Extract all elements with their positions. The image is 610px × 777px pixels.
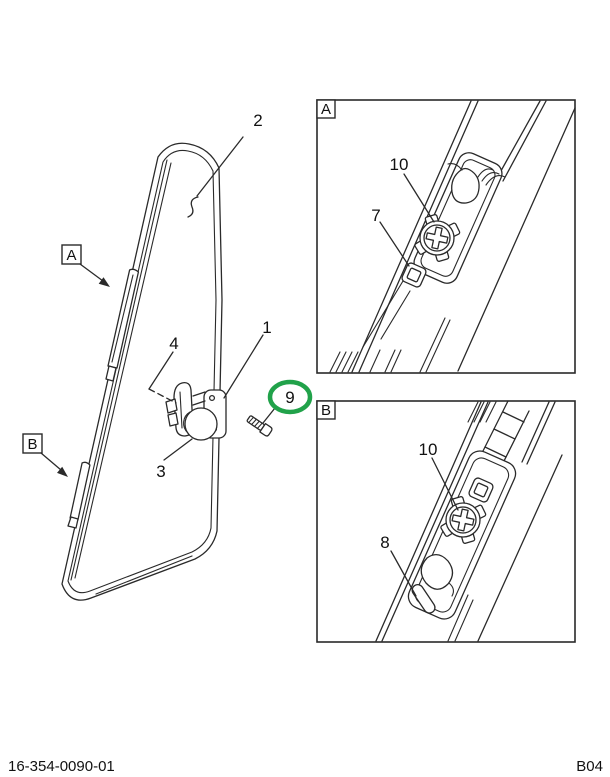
latch-clip xyxy=(165,398,178,414)
detail-a-keeper xyxy=(447,163,506,204)
detail-view-b: 10 8 B xyxy=(316,400,576,643)
detail-b-label: B xyxy=(321,402,331,419)
callout-4: 4 xyxy=(169,334,178,353)
page-code: B04 xyxy=(576,758,603,775)
hinge-strip-b xyxy=(67,461,91,529)
glass-edge-line xyxy=(457,107,576,372)
view-ref-b: B xyxy=(22,433,68,477)
bracket-hole xyxy=(208,394,216,402)
arrowhead-icon xyxy=(57,466,68,477)
callout-9: 9 xyxy=(285,388,294,407)
view-ref-b-arrow xyxy=(40,452,62,471)
detail-b-hook xyxy=(420,554,455,597)
view-ref-a-arrow xyxy=(79,263,104,282)
highlight-circle-icon xyxy=(267,379,313,415)
detail-view-a: 10 7 A xyxy=(316,99,576,374)
leader-line-1 xyxy=(223,334,264,399)
leader-line-4 xyxy=(148,351,174,390)
main-view: A B 2 4 1 3 9 xyxy=(22,111,313,601)
leader-line-2 xyxy=(196,136,244,197)
detail-b-labelbox xyxy=(316,400,336,420)
callout-10b: 10 xyxy=(419,440,438,459)
glass-edge-line xyxy=(477,454,563,642)
arrowhead-icon xyxy=(98,277,110,287)
latch-clip xyxy=(167,412,179,427)
leader-line-10b xyxy=(431,457,459,511)
detail-b-plunger-pin xyxy=(411,583,436,614)
highlight-callout-9: 9 xyxy=(267,379,313,415)
screw xyxy=(246,415,273,437)
window-frame xyxy=(61,142,223,601)
detail-a-labelbox xyxy=(316,99,336,119)
leader-line-9 xyxy=(262,407,276,424)
callout-8: 8 xyxy=(380,533,389,552)
detail-a-label: A xyxy=(321,101,331,118)
detail-b-channel xyxy=(375,401,563,642)
leader-line-8 xyxy=(390,550,417,597)
detail-a-channel xyxy=(329,100,576,373)
doc-number: 16-354-0090-01 xyxy=(8,758,115,775)
leader-line-3 xyxy=(163,438,193,461)
screw-head xyxy=(259,422,273,437)
leader-hook-2 xyxy=(187,196,199,218)
callout-2: 2 xyxy=(253,111,262,130)
seal-line xyxy=(95,555,193,595)
leader-line-4-dashed xyxy=(148,388,177,404)
view-ref-a: A xyxy=(61,244,110,287)
seal-line xyxy=(74,162,172,579)
latch-pivot xyxy=(192,391,206,406)
view-ref-a-label: A xyxy=(66,247,76,264)
callout-10a: 10 xyxy=(390,155,409,174)
leader-line-7 xyxy=(379,221,410,267)
callout-3: 3 xyxy=(156,462,165,481)
latch-knob xyxy=(184,407,218,441)
seal-line xyxy=(70,159,168,581)
hinge-strip-a xyxy=(105,268,140,382)
callout-1: 1 xyxy=(262,318,271,337)
view-ref-b-label: B xyxy=(27,436,37,453)
leader-line-10a xyxy=(403,173,435,223)
callout-7: 7 xyxy=(371,206,380,225)
vent-latch-assembly xyxy=(165,382,227,441)
